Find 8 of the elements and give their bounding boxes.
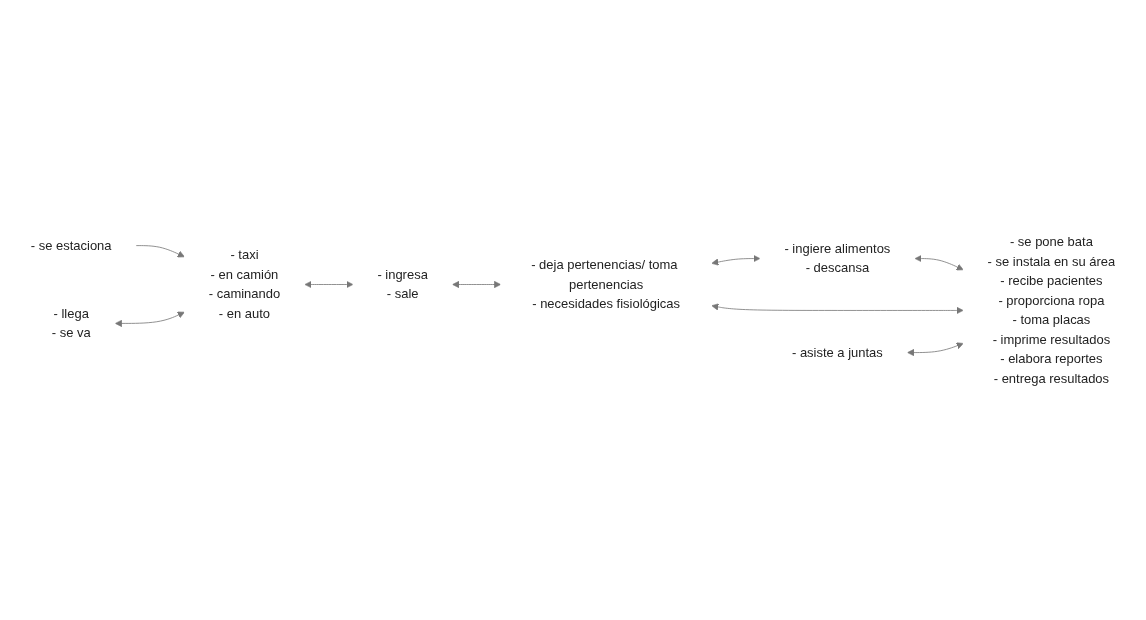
node-text: - se pone bata - se instala en su área - recibe pacientes - proporciona ropa - toma placas - imprime resultados - elabora reportes - entrega resultados	[987, 234, 1116, 385]
node-text: - ingiere alimentos - descansa	[784, 241, 891, 275]
node-text: - llega - se va	[51, 305, 91, 340]
node-text: - asiste a juntas	[791, 344, 883, 359]
node-text: - deja pertenencias/ toma pertenencias - necesidades fisiológicas	[531, 257, 680, 310]
node-text: - taxi - en camión - caminando - en auto	[208, 247, 281, 320]
node-text: - ingresa - sale	[377, 267, 428, 301]
node-text: - se estaciona	[30, 237, 112, 252]
